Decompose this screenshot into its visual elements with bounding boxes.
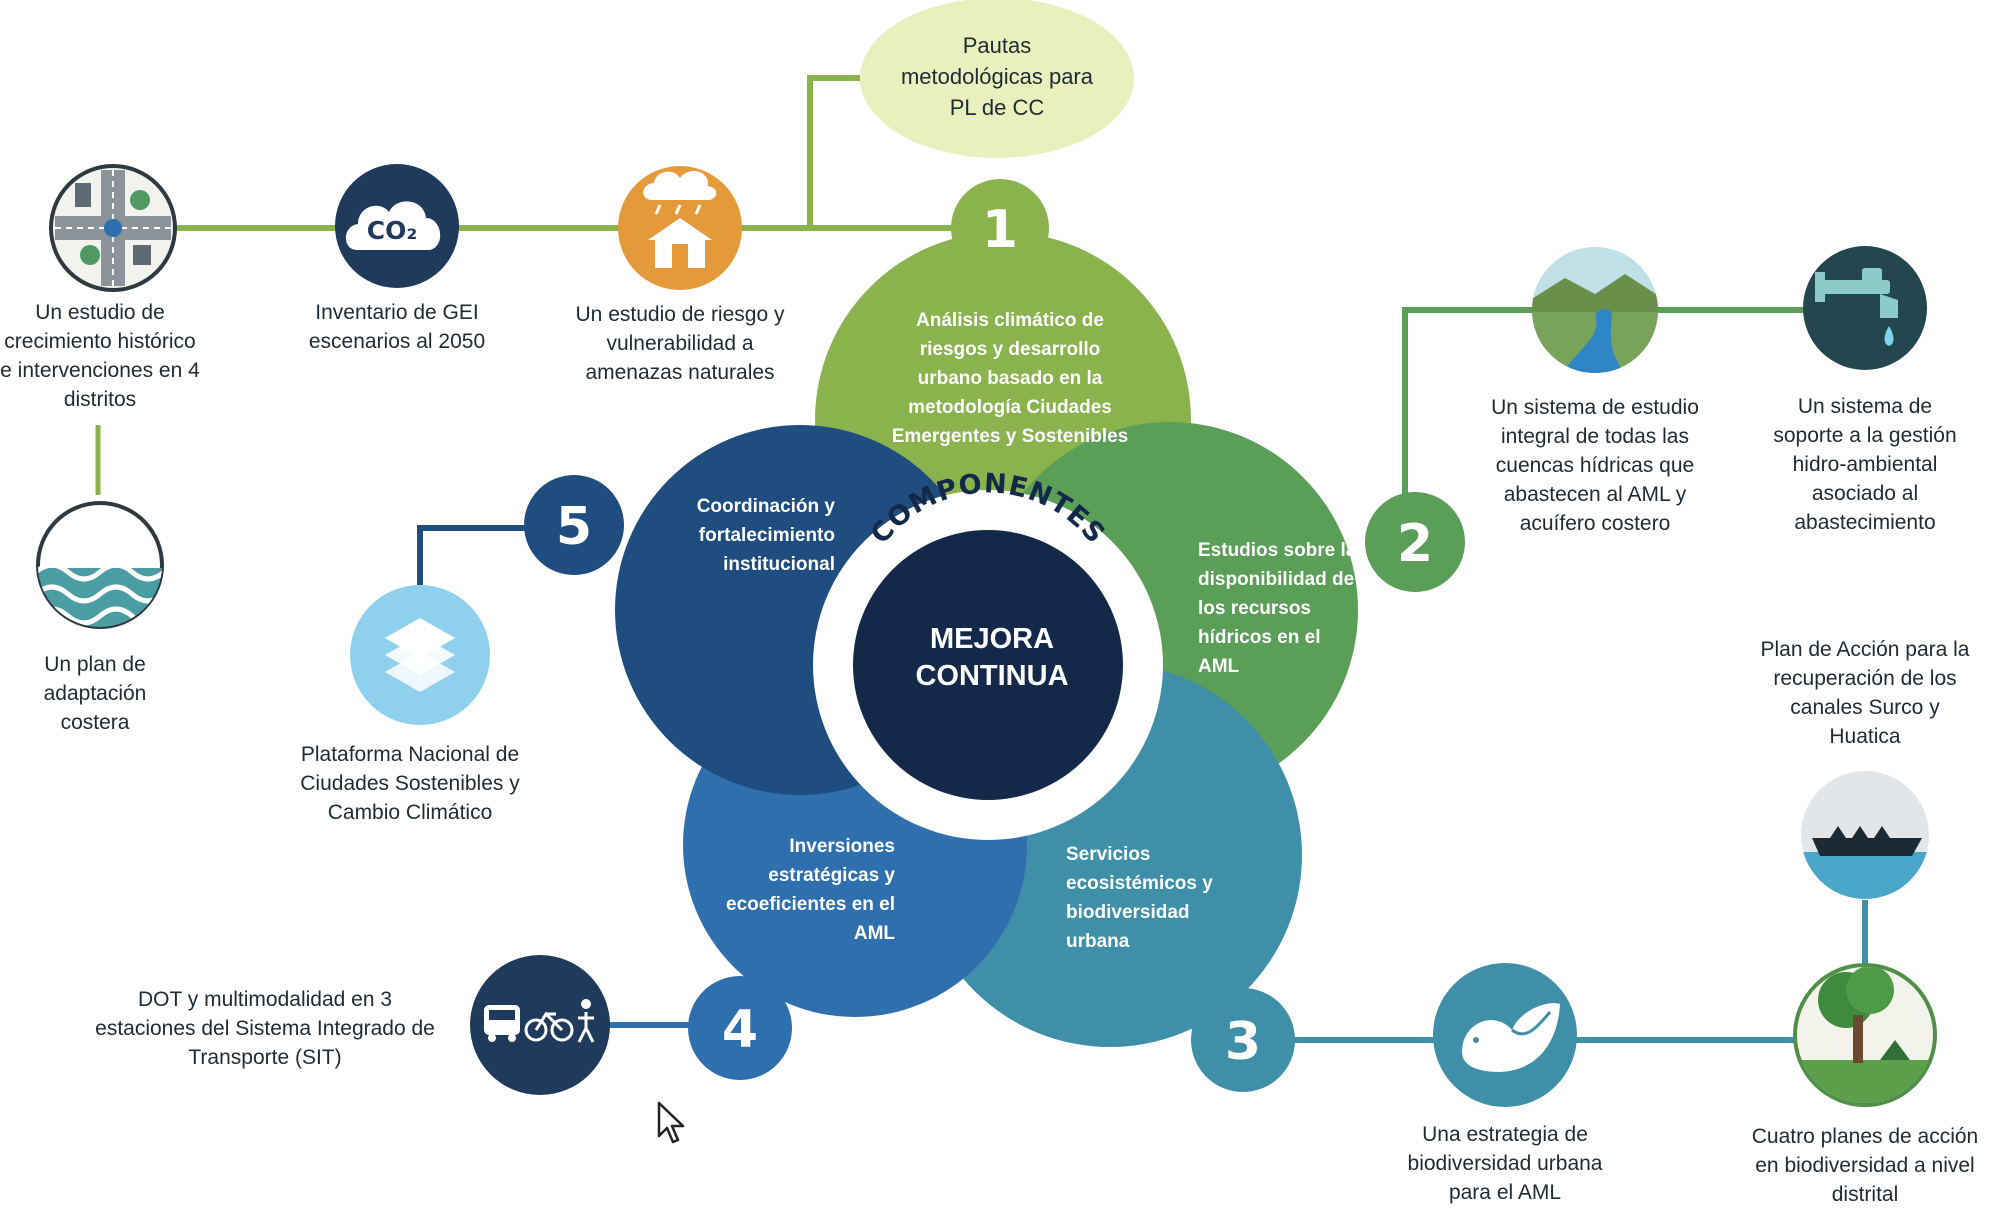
boat-canal-icon [1801, 771, 1929, 899]
tree-park-icon [1793, 963, 1937, 1107]
house-rain-icon [618, 166, 742, 290]
co2-cloud-icon: CO₂ [335, 164, 459, 288]
cuencas-label: Un sistema de estudio integral de todas … [1491, 396, 1699, 535]
riesgo-label: Un estudio de riesgo y vulnerabilidad a … [575, 303, 785, 384]
bird-leaf-icon [1433, 963, 1577, 1107]
svg-text:1: 1 [982, 200, 1018, 260]
component-2-text: Estudios sobre la disponibilidad de los … [1198, 540, 1357, 677]
planes-label: Cuatro planes de acción en biodiversidad… [1751, 1125, 1979, 1206]
layers-icon [350, 585, 490, 725]
center-circle [853, 530, 1123, 800]
component-3-text: Servicios ecosistémicos y biodiversidad … [1066, 844, 1213, 952]
svg-text:CO₂: CO₂ [367, 216, 418, 245]
number-badge-4: 4 [688, 976, 792, 1080]
hidro-label: Un sistema de soporte a la gestión hidro… [1773, 395, 1957, 534]
transport-modes-icon [470, 955, 610, 1095]
mouse-cursor-icon [657, 1101, 685, 1144]
number-badge-2: 2 [1365, 492, 1465, 592]
svg-text:3: 3 [1225, 1012, 1261, 1072]
component-4-text: Inversiones estratégicas y ecoeficientes… [726, 836, 895, 944]
waves-icon [36, 501, 164, 629]
pautas-label: Pautas metodológicas para PL de CC [900, 33, 1093, 120]
costera-label: Un plan de adaptación costera [43, 653, 147, 734]
component-1-text: Análisis climático de riesgos y desarrol… [891, 310, 1129, 447]
center-line-2: CONTINUA [915, 660, 1068, 692]
component-5-text: Coordinación y fortalecimiento instituci… [696, 496, 835, 575]
water-tap-icon [1803, 246, 1927, 370]
number-badge-1: 1 [951, 179, 1049, 277]
river-landscape-icon [1532, 247, 1658, 373]
gei-label: Inventario de GEI escenarios al 2050 [308, 301, 486, 353]
connector-bubble [807, 75, 860, 228]
crecimiento-label: Un estudio de crecimiento histórico e in… [0, 301, 200, 411]
number-badge-5: 5 [524, 475, 624, 575]
connector-line-2 [1402, 307, 1860, 530]
svg-text:2: 2 [1397, 514, 1433, 574]
dot-label: DOT y multimodalidad en 3 estaciones del… [95, 988, 435, 1069]
plataforma-label: Plataforma Nacional de Ciudades Sostenib… [300, 743, 520, 824]
number-badge-3: 3 [1191, 988, 1295, 1092]
biodiversidad-label: Una estrategia de biodiversidad urbana p… [1407, 1123, 1603, 1204]
center-line-1: MEJORA [930, 623, 1054, 655]
canales-label: Plan de Acción para la recuperación de l… [1760, 638, 1970, 748]
connector-line-5 [417, 525, 560, 585]
svg-text:5: 5 [556, 497, 592, 557]
svg-text:4: 4 [722, 1000, 758, 1060]
city-intersection-icon [49, 164, 177, 292]
pautas-bubble [860, 0, 1134, 158]
